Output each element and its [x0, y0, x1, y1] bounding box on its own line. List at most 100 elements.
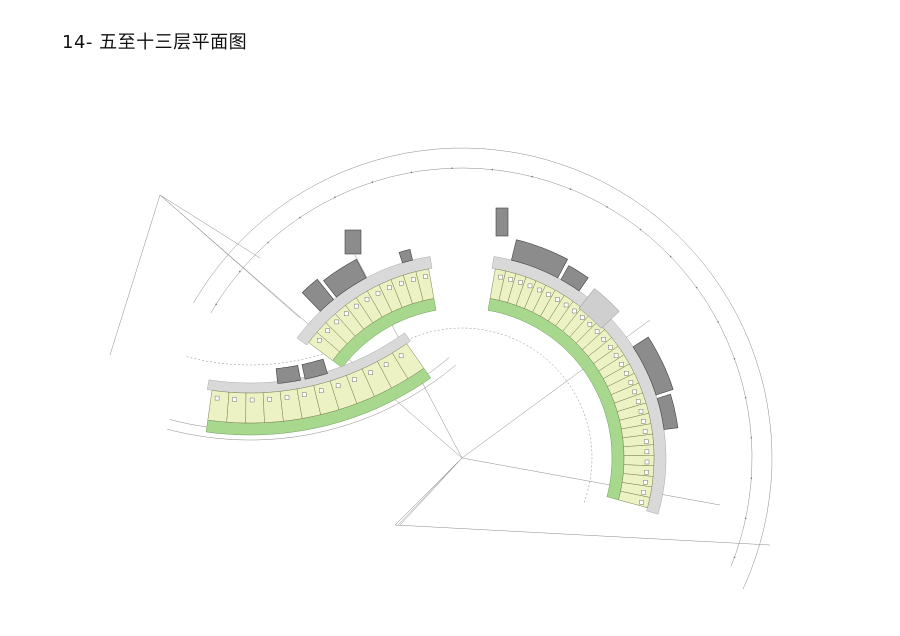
room-a-4 — [262, 391, 284, 423]
room-bath-a-1 — [214, 395, 220, 401]
room-bath-c-10 — [638, 409, 644, 414]
service-cores — [275, 207, 679, 430]
room-bath-b-3 — [399, 281, 404, 286]
service-core-8 — [632, 336, 674, 396]
room-bath-c-4 — [644, 470, 649, 475]
room-bath-c-30 — [498, 274, 503, 280]
room-bath-b-5 — [375, 291, 381, 296]
dimension-tick — [669, 255, 672, 258]
dimension-tick — [639, 228, 642, 231]
room-bath-c-17 — [608, 345, 613, 350]
lobby-node — [578, 288, 620, 329]
room-bath-a-12 — [398, 353, 404, 358]
dimension-tick — [750, 477, 753, 480]
dimension-tick — [451, 167, 453, 169]
room-a-2 — [226, 391, 247, 424]
page-title: 14- 五至十三层平面图 — [62, 32, 248, 53]
construction-line — [159, 194, 261, 259]
room-bath-c-28 — [518, 280, 523, 285]
dimension-tick — [733, 358, 736, 360]
service-core-9 — [656, 393, 679, 430]
room-bath-c-21 — [580, 315, 585, 320]
room-bath-c-2 — [641, 490, 646, 495]
room-bath-a-2 — [232, 397, 237, 402]
service-core-5 — [301, 278, 335, 312]
room-bath-b-2 — [411, 277, 416, 282]
service-core-7 — [560, 265, 589, 292]
room-bath-b-6 — [364, 297, 370, 302]
construction-arc — [210, 167, 753, 567]
room-bath-c-7 — [644, 439, 649, 444]
dimension-tick — [267, 241, 269, 244]
room-bath-c-15 — [619, 362, 624, 367]
room-a-1 — [207, 390, 230, 423]
room-bath-a-11 — [383, 362, 389, 367]
construction-line — [159, 194, 301, 319]
service-core-4 — [398, 249, 413, 264]
room-bath-b-11 — [317, 338, 322, 343]
room-bath-a-10 — [368, 370, 373, 375]
room-bath-c-14 — [624, 371, 629, 376]
room-bath-c-11 — [636, 399, 641, 404]
room-bath-a-8 — [335, 383, 341, 388]
room-bath-b-10 — [325, 328, 330, 333]
room-b-11 — [308, 331, 340, 361]
room-bath-b-1 — [423, 274, 428, 279]
room-bath-c-16 — [613, 353, 619, 358]
room-bath-c-27 — [527, 283, 533, 289]
service-core-6 — [511, 239, 569, 279]
dimension-tick — [491, 168, 494, 171]
dimension-tick — [334, 196, 336, 199]
construction-line — [397, 457, 463, 526]
room-bath-a-7 — [319, 388, 324, 393]
room-bath-c-24 — [555, 297, 560, 302]
service-core-3 — [323, 258, 367, 298]
dimension-tick — [744, 396, 747, 399]
room-bath-a-3 — [249, 397, 255, 403]
dimension-tick — [569, 188, 572, 190]
dimension-tick — [750, 437, 753, 439]
dimension-tick — [606, 206, 608, 208]
dimension-tick — [410, 171, 413, 174]
dimension-tick — [733, 556, 736, 558]
room-bath-c-19 — [594, 329, 600, 334]
construction-line — [461, 457, 721, 506]
room-a-3 — [245, 392, 265, 424]
room-bath-c-25 — [546, 292, 551, 297]
construction-line — [394, 524, 771, 546]
service-core-small — [495, 207, 509, 237]
room-bath-c-26 — [537, 287, 542, 293]
room-bath-b-8 — [344, 311, 349, 316]
construction-line — [109, 194, 161, 356]
dimension-tick — [239, 270, 241, 273]
construction-line — [394, 457, 463, 526]
rooms — [207, 268, 655, 509]
room-bath-a-4 — [267, 397, 272, 402]
room-bath-c-22 — [572, 308, 577, 314]
room-bath-c-1 — [639, 500, 644, 505]
room-bath-a-9 — [352, 377, 357, 382]
dimension-tick — [299, 216, 301, 219]
room-bath-c-8 — [642, 429, 648, 434]
room-bath-c-5 — [644, 459, 650, 465]
annotations — [215, 167, 753, 558]
room-bath-c-13 — [628, 380, 634, 385]
dimension-tick — [531, 175, 533, 178]
room-a-12 — [391, 343, 425, 379]
room-bath-a-5 — [284, 395, 290, 400]
room-bath-c-12 — [632, 389, 637, 395]
room-bath-b-7 — [354, 303, 359, 309]
dimension-tick — [215, 303, 217, 306]
construction-lines — [109, 147, 773, 590]
dimension-tick — [744, 517, 747, 520]
room-c-5 — [623, 454, 655, 467]
construction-arc — [167, 364, 456, 441]
room-bath-a-6 — [302, 392, 307, 397]
room-bath-c-29 — [508, 277, 513, 282]
room-bath-b-4 — [387, 285, 392, 290]
dimension-tick — [371, 181, 374, 183]
service-core-2 — [301, 358, 328, 380]
service-core-1 — [275, 365, 301, 384]
room-bath-b-9 — [334, 319, 339, 325]
room-bath-c-18 — [601, 337, 606, 342]
